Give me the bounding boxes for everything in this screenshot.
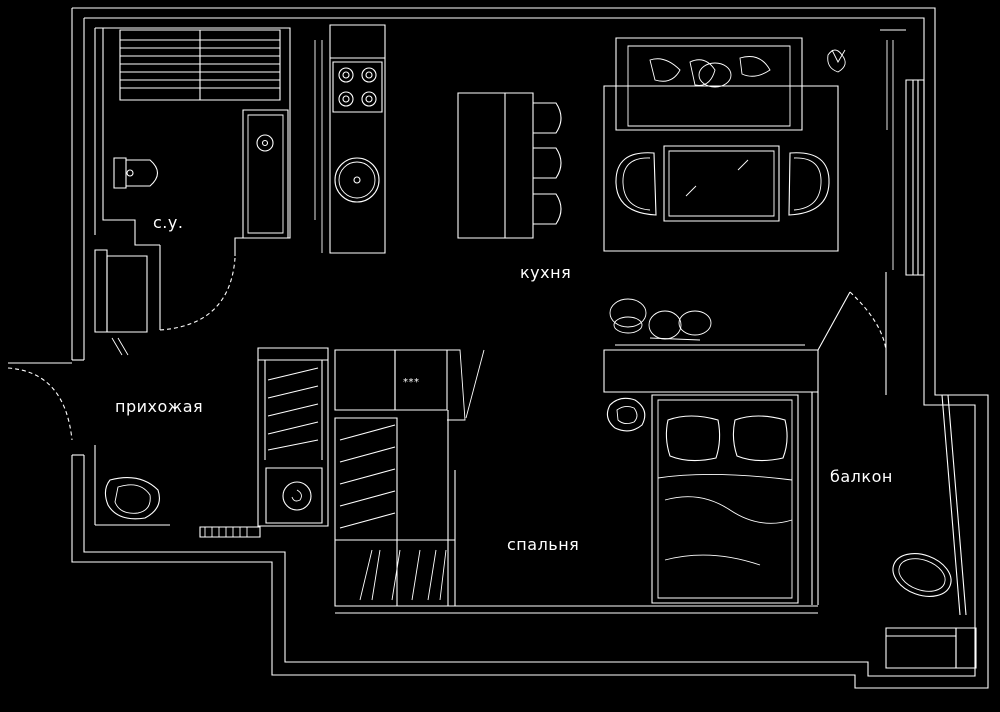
bathroom-door-swing — [160, 258, 235, 330]
bathroom: с.у. — [95, 28, 290, 330]
cooktop-icon — [333, 62, 382, 112]
sink-icon — [335, 158, 379, 202]
hallway-label: прихожая — [115, 397, 203, 416]
kitchen-counter — [330, 25, 385, 253]
toilet-icon — [114, 158, 158, 188]
bed-icon — [652, 395, 798, 603]
hallway: прихожая — [8, 250, 260, 537]
kitchen: кухня — [315, 25, 845, 282]
bedroom-label: спальня — [507, 535, 579, 554]
radiator-icon — [120, 30, 280, 100]
kitchen-island — [458, 93, 561, 238]
nightstand-plant-icon — [607, 398, 644, 431]
rug-icon — [105, 478, 159, 519]
outer-walls — [72, 8, 988, 688]
washing-machine-icon — [266, 468, 322, 523]
wardrobes: *** — [258, 348, 484, 606]
bedroom: спальня — [335, 299, 818, 613]
kitchen-window — [880, 30, 924, 275]
entrance-door-swing — [8, 368, 72, 440]
kitchen-label: кухня — [520, 263, 571, 282]
svg-text:***: *** — [403, 377, 420, 388]
dining-table — [664, 146, 779, 221]
plant-icon — [828, 50, 845, 72]
shower-tray-icon — [243, 110, 288, 238]
headboard-shelf — [604, 350, 818, 392]
bathroom-label: с.у. — [153, 213, 183, 232]
shower-drain-icon — [257, 135, 273, 151]
balcony-label: балкон — [830, 467, 893, 486]
dining-area — [604, 38, 845, 251]
balcony-table-icon — [887, 546, 957, 604]
balcony — [812, 272, 976, 668]
pillows-decor-icon — [610, 299, 711, 340]
